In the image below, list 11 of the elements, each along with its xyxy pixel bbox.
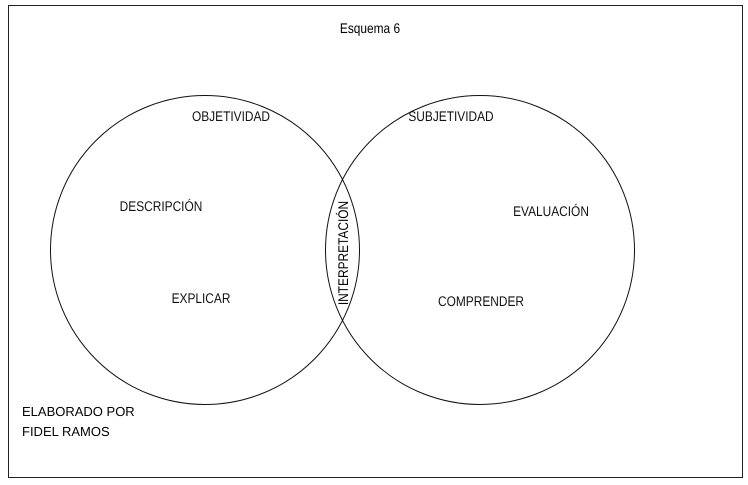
- venn-circle: [325, 95, 635, 405]
- circle-label: EVALUACIÓN: [513, 203, 589, 219]
- diagram-title: Esquema 6: [340, 20, 400, 36]
- circle-label: EXPLICAR: [172, 290, 230, 306]
- circle-label: DESCRIPCIÓN: [120, 198, 202, 214]
- overlap-label: INTERPRETACIÓN: [335, 200, 351, 306]
- credit-note: ELABORADO POR FIDEL RAMOS: [22, 403, 136, 441]
- circle-label: COMPRENDER: [438, 293, 524, 309]
- circle-label: OBJETIVIDAD: [192, 108, 270, 124]
- venn-circle: [50, 95, 360, 405]
- circle-label: SUBJETIVIDAD: [408, 108, 494, 124]
